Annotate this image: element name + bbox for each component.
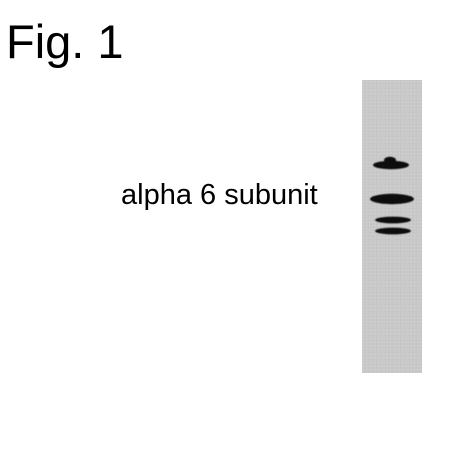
- blot-band-3: [375, 216, 411, 224]
- western-blot-lane: [362, 80, 422, 373]
- blot-band-2: [370, 193, 414, 205]
- figure-title: Fig. 1: [6, 15, 124, 68]
- band-label-alpha6: alpha 6 subunit: [121, 179, 318, 211]
- blot-bands: [370, 156, 414, 235]
- blot-band-1: [373, 156, 409, 170]
- blot-band-4: [375, 227, 411, 235]
